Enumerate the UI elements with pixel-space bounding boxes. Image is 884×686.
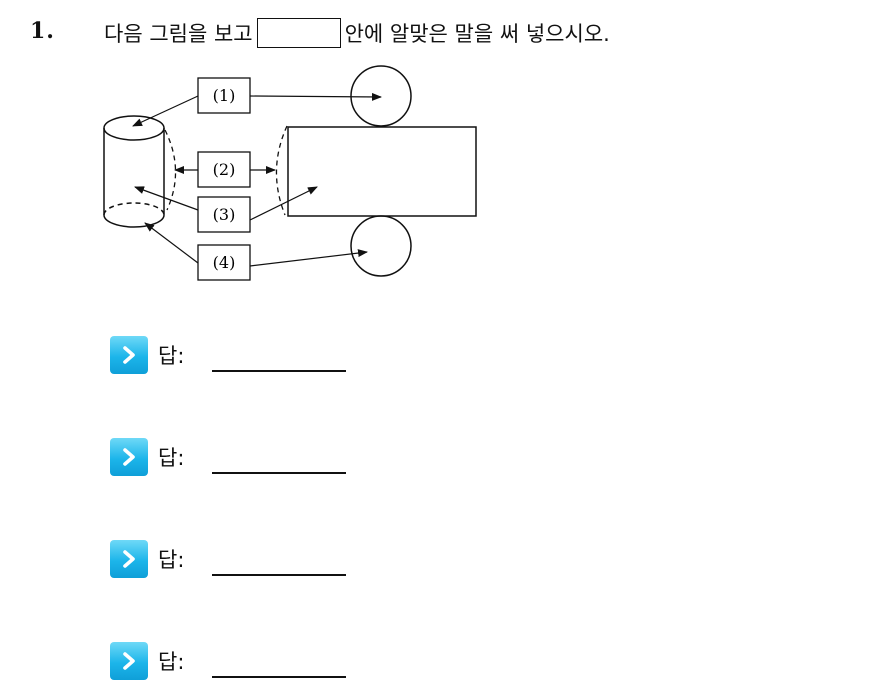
answer-row-2: 답:	[110, 437, 346, 477]
answer-label: 답:	[158, 650, 185, 674]
label-4-text: (4)	[213, 253, 236, 272]
net-top-circle	[350, 65, 412, 127]
answer-label: 답:	[158, 548, 185, 572]
net-bottom-circle	[350, 215, 412, 277]
cylinder-bottom-front-edge	[103, 214, 165, 228]
arrow-3-to-cylinder-side	[134, 186, 199, 211]
answer-label: 답:	[158, 446, 185, 470]
net-unroll-curve	[275, 125, 288, 216]
cylinder-bottom-back-edge	[103, 202, 165, 216]
label-box-4: (4)	[197, 244, 251, 281]
answer-row-1: 답:	[110, 335, 346, 375]
arrow-4-to-net-bottom-circle	[249, 249, 368, 267]
chevron-right-icon	[110, 336, 148, 374]
arrow-1-to-net-top-circle	[249, 92, 382, 101]
chevron-right-icon	[110, 642, 148, 680]
label-box-1: (1)	[197, 77, 251, 114]
answer-row-4: 답:	[110, 641, 346, 681]
question-text-before: 다음 그림을 보고	[104, 22, 253, 46]
net-side-rectangle	[287, 126, 477, 217]
answer-label: 답:	[158, 344, 185, 368]
arrow-3-to-net-rectangle	[249, 186, 318, 221]
label-2-text: (2)	[213, 160, 236, 179]
label-box-3: (3)	[197, 196, 251, 233]
cylinder-top-face	[103, 115, 165, 141]
label-3-text: (3)	[213, 205, 236, 224]
cylinder-net-figure: (1) (2) (3) (4)	[103, 65, 477, 281]
arrow-4-to-cylinder-bottom	[144, 222, 199, 264]
chevron-right-icon	[110, 438, 148, 476]
arrow-1-to-cylinder-top	[132, 95, 199, 127]
question-text-after: 안에 알맞은 말을 써 넣으시오.	[344, 22, 610, 46]
label-1-text: (1)	[213, 86, 236, 105]
answer-input-line[interactable]	[212, 676, 346, 678]
cylinder-unroll-curve	[164, 129, 177, 211]
answer-input-line[interactable]	[212, 472, 346, 474]
answer-input-line[interactable]	[212, 370, 346, 372]
chevron-right-icon	[110, 540, 148, 578]
cylinder-shape	[103, 115, 165, 228]
answer-row-3: 답:	[110, 539, 346, 579]
answer-input-line[interactable]	[212, 574, 346, 576]
question-prompt: 다음 그림을 보고 안에 알맞은 말을 써 넣으시오.	[104, 18, 610, 48]
label-box-2: (2)	[197, 151, 251, 188]
question-number: 1.	[30, 18, 55, 44]
answer-blank-box	[256, 18, 341, 48]
